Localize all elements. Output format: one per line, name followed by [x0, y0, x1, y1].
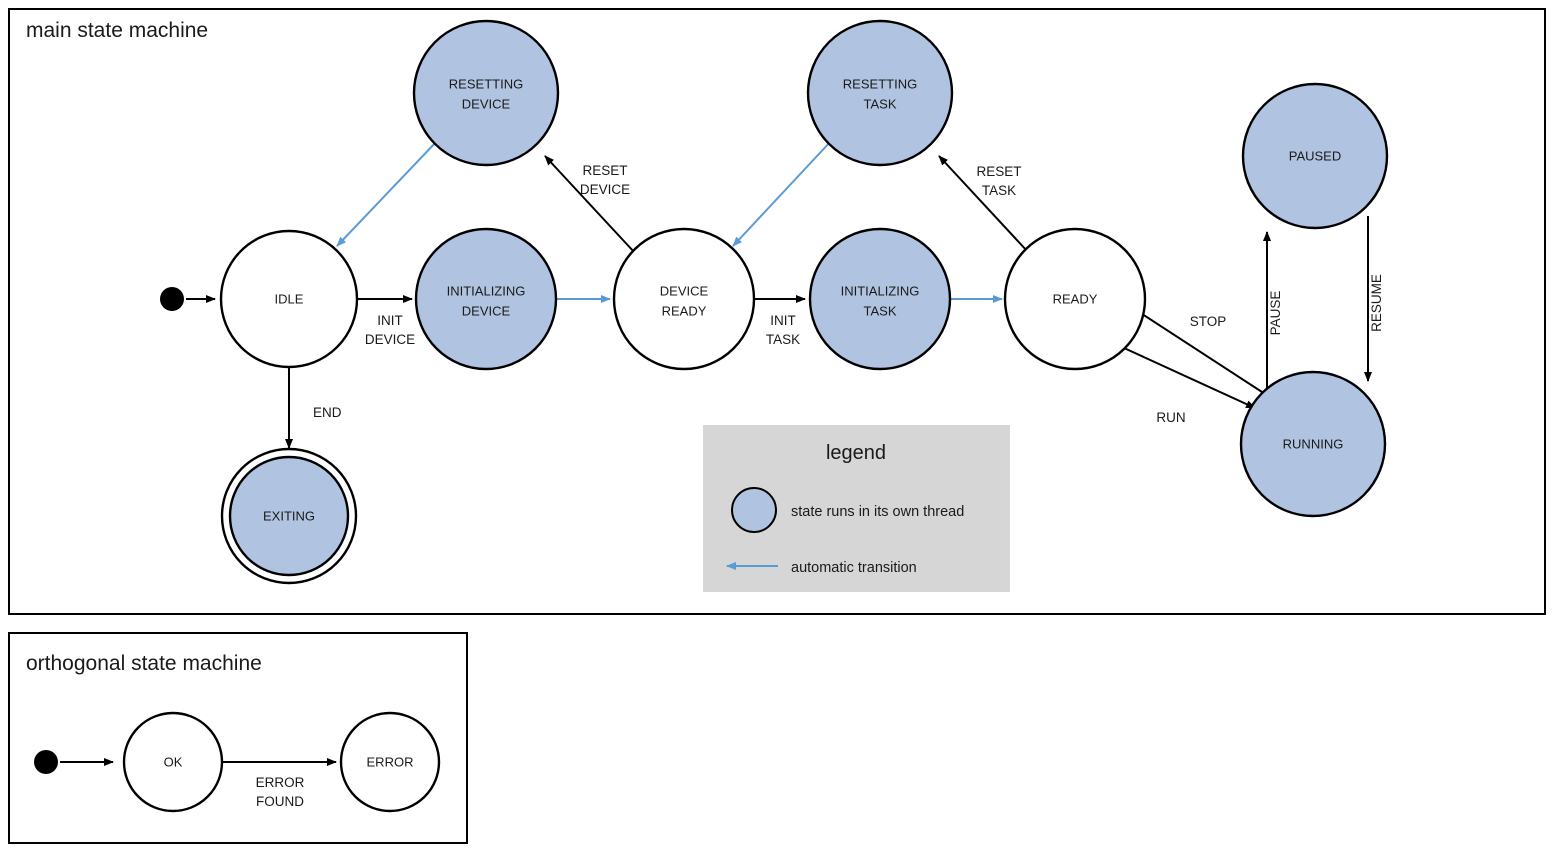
state-initializing-device[interactable]: INITIALIZING DEVICE	[414, 227, 558, 371]
state-initializing-task-label-line1: INITIALIZING	[841, 283, 920, 298]
transition-ready-to-resetting-task	[938, 155, 1029, 253]
transition-resetting-task-to-device-ready	[732, 139, 833, 247]
state-resetting-task-circle[interactable]	[806, 19, 954, 167]
transition-label-reset-task-line1: RESET	[976, 164, 1021, 179]
state-initializing-task-label-line2: TASK	[864, 303, 897, 318]
transition-label-pause: PAUSE	[1268, 291, 1283, 336]
state-exiting[interactable]: EXITING	[220, 447, 358, 585]
transition-label-init-task-line1: INIT	[770, 313, 796, 328]
state-exiting-label: EXITING	[263, 508, 315, 523]
legend-threaded-state-swatch	[731, 487, 777, 533]
transition-label-end: END	[313, 405, 342, 420]
state-running-label: RUNNING	[1283, 436, 1344, 451]
transition-label-init-device-line2: DEVICE	[365, 332, 415, 347]
state-resetting-device-label-line1: RESETTING	[449, 76, 523, 91]
state-error-label: ERROR	[367, 754, 414, 769]
transition-ready-to-running	[1123, 347, 1256, 409]
transition-label-error-found-line1: ERROR	[256, 775, 305, 790]
initial-state-dot-orthogonal	[34, 750, 58, 774]
transition-resetting-device-to-idle	[336, 139, 439, 247]
state-idle-circle[interactable]	[219, 229, 359, 369]
legend: legend state runs in its own thread auto…	[703, 425, 1010, 592]
state-idle[interactable]: IDLE	[219, 229, 359, 369]
transition-label-reset-task-line2: TASK	[982, 183, 1016, 198]
main-states-layer: IDLE RESETTING DEVICE INITIALIZING DEVIC…	[160, 19, 1389, 585]
transition-label-init-task-line2: TASK	[766, 332, 800, 347]
state-initializing-task[interactable]: INITIALIZING TASK	[808, 227, 952, 371]
state-paused[interactable]: PAUSED	[1241, 82, 1389, 230]
state-resetting-task-label-line1: RESETTING	[843, 76, 917, 91]
state-ready-label: READY	[1053, 291, 1098, 306]
state-idle-label: IDLE	[275, 291, 304, 306]
state-ok-label: OK	[164, 754, 183, 769]
orthogonal-frame-title: orthogonal state machine	[26, 652, 262, 675]
state-device-ready-circle[interactable]	[612, 227, 756, 371]
state-exiting-circle[interactable]	[228, 455, 350, 577]
state-resetting-device-circle[interactable]	[412, 19, 560, 167]
state-ok-circle[interactable]	[122, 711, 224, 813]
state-paused-circle[interactable]	[1241, 82, 1389, 230]
state-device-ready-label-line1: DEVICE	[660, 283, 709, 298]
transition-label-error-found-line2: FOUND	[256, 794, 304, 809]
state-ok[interactable]: OK	[122, 711, 224, 813]
transition-label-run: RUN	[1156, 410, 1185, 425]
transition-label-stop: STOP	[1190, 314, 1227, 329]
main-frame-title: main state machine	[26, 19, 208, 42]
transition-running-to-ready	[1132, 307, 1263, 393]
state-device-ready[interactable]: DEVICE READY	[612, 227, 756, 371]
state-running-circle[interactable]	[1239, 370, 1387, 518]
transition-label-reset-device-line2: DEVICE	[580, 182, 630, 197]
transition-device-ready-to-resetting-device	[544, 155, 636, 254]
legend-threaded-state-text: state runs in its own thread	[791, 504, 964, 520]
transition-label-init-device-line1: INIT	[377, 313, 403, 328]
state-resetting-device-label-line2: DEVICE	[462, 96, 511, 111]
transition-label-resume: RESUME	[1369, 274, 1384, 332]
state-initializing-device-circle[interactable]	[414, 227, 558, 371]
legend-auto-transition-text: automatic transition	[791, 560, 917, 576]
state-resetting-device[interactable]: RESETTING DEVICE	[412, 19, 560, 167]
state-ready-circle[interactable]	[1003, 227, 1147, 371]
legend-title: legend	[826, 442, 886, 464]
state-ready[interactable]: READY	[1003, 227, 1147, 371]
main-transitions-layer: INIT DEVICE RESET DEVICE INIT TASK RESET…	[186, 139, 1384, 449]
state-initializing-task-circle[interactable]	[808, 227, 952, 371]
state-error[interactable]: ERROR	[339, 711, 441, 813]
transition-label-reset-device-line1: RESET	[582, 163, 627, 178]
orthogonal-state-machine-frame: orthogonal state machine ERROR FOUND OK …	[8, 632, 468, 844]
state-initializing-device-label-line2: DEVICE	[462, 303, 511, 318]
initial-state-dot-main	[160, 287, 184, 311]
state-running[interactable]: RUNNING	[1239, 370, 1387, 518]
state-resetting-task[interactable]: RESETTING TASK	[806, 19, 954, 167]
state-resetting-task-label-line2: TASK	[864, 96, 897, 111]
state-paused-label: PAUSED	[1289, 148, 1342, 163]
state-device-ready-label-line2: READY	[662, 303, 707, 318]
state-initializing-device-label-line1: INITIALIZING	[447, 283, 526, 298]
state-error-circle[interactable]	[339, 711, 441, 813]
